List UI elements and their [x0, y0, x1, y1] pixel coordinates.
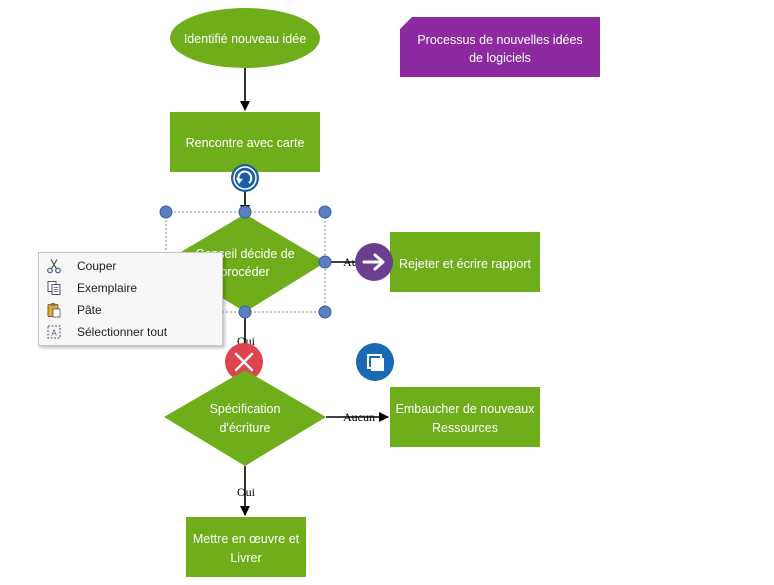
spec-label-line1: Spécification [210, 402, 281, 416]
hire-label-line1: Embaucher de nouveaux [396, 402, 536, 416]
meet-board-node[interactable]: Rencontre avec carte [170, 112, 320, 172]
hire-resources-node[interactable]: Embaucher de nouveaux Ressources [390, 387, 540, 447]
resize-handle-top-left[interactable] [159, 205, 173, 219]
menu-item-cut[interactable]: Couper [39, 255, 222, 277]
process-title-note[interactable]: Processus de nouvelles idées de logiciel… [400, 17, 600, 77]
scissors-icon [47, 259, 61, 274]
decision-label-line2: procéder [220, 265, 269, 279]
menu-item-select-all[interactable]: A Sélectionner tout [39, 321, 222, 343]
menu-item-copy-label: Exemplaire [77, 281, 138, 295]
paste-icon [47, 303, 61, 318]
copy-icon [47, 281, 61, 295]
meet-board-label: Rencontre avec carte [186, 136, 305, 150]
delete-icon[interactable] [225, 343, 263, 381]
resize-handle-top[interactable] [238, 205, 252, 219]
menu-item-select-all-label: Sélectionner tout [77, 325, 168, 339]
start-node[interactable]: Identifié nouveau idée [170, 8, 320, 68]
select-all-icon: A [47, 325, 61, 339]
menu-item-copy[interactable]: Exemplaire [39, 277, 222, 299]
spec-decision-node[interactable]: Spécification d'écriture [164, 370, 326, 466]
edge-label-yes-2: Oui [237, 485, 256, 499]
resize-handle-top-right[interactable] [318, 205, 332, 219]
rotate-handle-icon[interactable] [231, 164, 259, 192]
reject-label: Rejeter et écrire rapport [399, 257, 532, 271]
duplicate-icon[interactable] [356, 343, 394, 381]
resize-handle-bottom[interactable] [238, 305, 252, 319]
svg-text:A: A [51, 329, 57, 338]
note-label-line2: de logiciels [469, 51, 531, 65]
resize-handle-right[interactable] [318, 255, 332, 269]
arrow-right-icon[interactable] [355, 243, 393, 281]
deliver-node[interactable]: Mettre en œuvre et Livrer [186, 517, 306, 577]
hire-label-line2: Ressources [432, 421, 498, 435]
note-label-line1: Processus de nouvelles idées [417, 33, 582, 47]
start-node-label: Identifié nouveau idée [184, 32, 306, 46]
menu-item-paste[interactable]: Pâte [39, 299, 222, 321]
deliver-label-line2: Livrer [230, 551, 261, 565]
context-menu: Couper Exemplaire Pâte A Sélectionner to… [38, 252, 223, 346]
resize-handle-bottom-right[interactable] [318, 305, 332, 319]
deliver-label-line1: Mettre en œuvre et [193, 532, 300, 546]
reject-node[interactable]: Rejeter et écrire rapport [390, 232, 540, 292]
menu-item-cut-label: Couper [77, 259, 117, 273]
spec-label-line2: d'écriture [219, 421, 270, 435]
menu-item-paste-label: Pâte [77, 303, 102, 317]
edge-label-none-2: Aucun [343, 410, 375, 424]
